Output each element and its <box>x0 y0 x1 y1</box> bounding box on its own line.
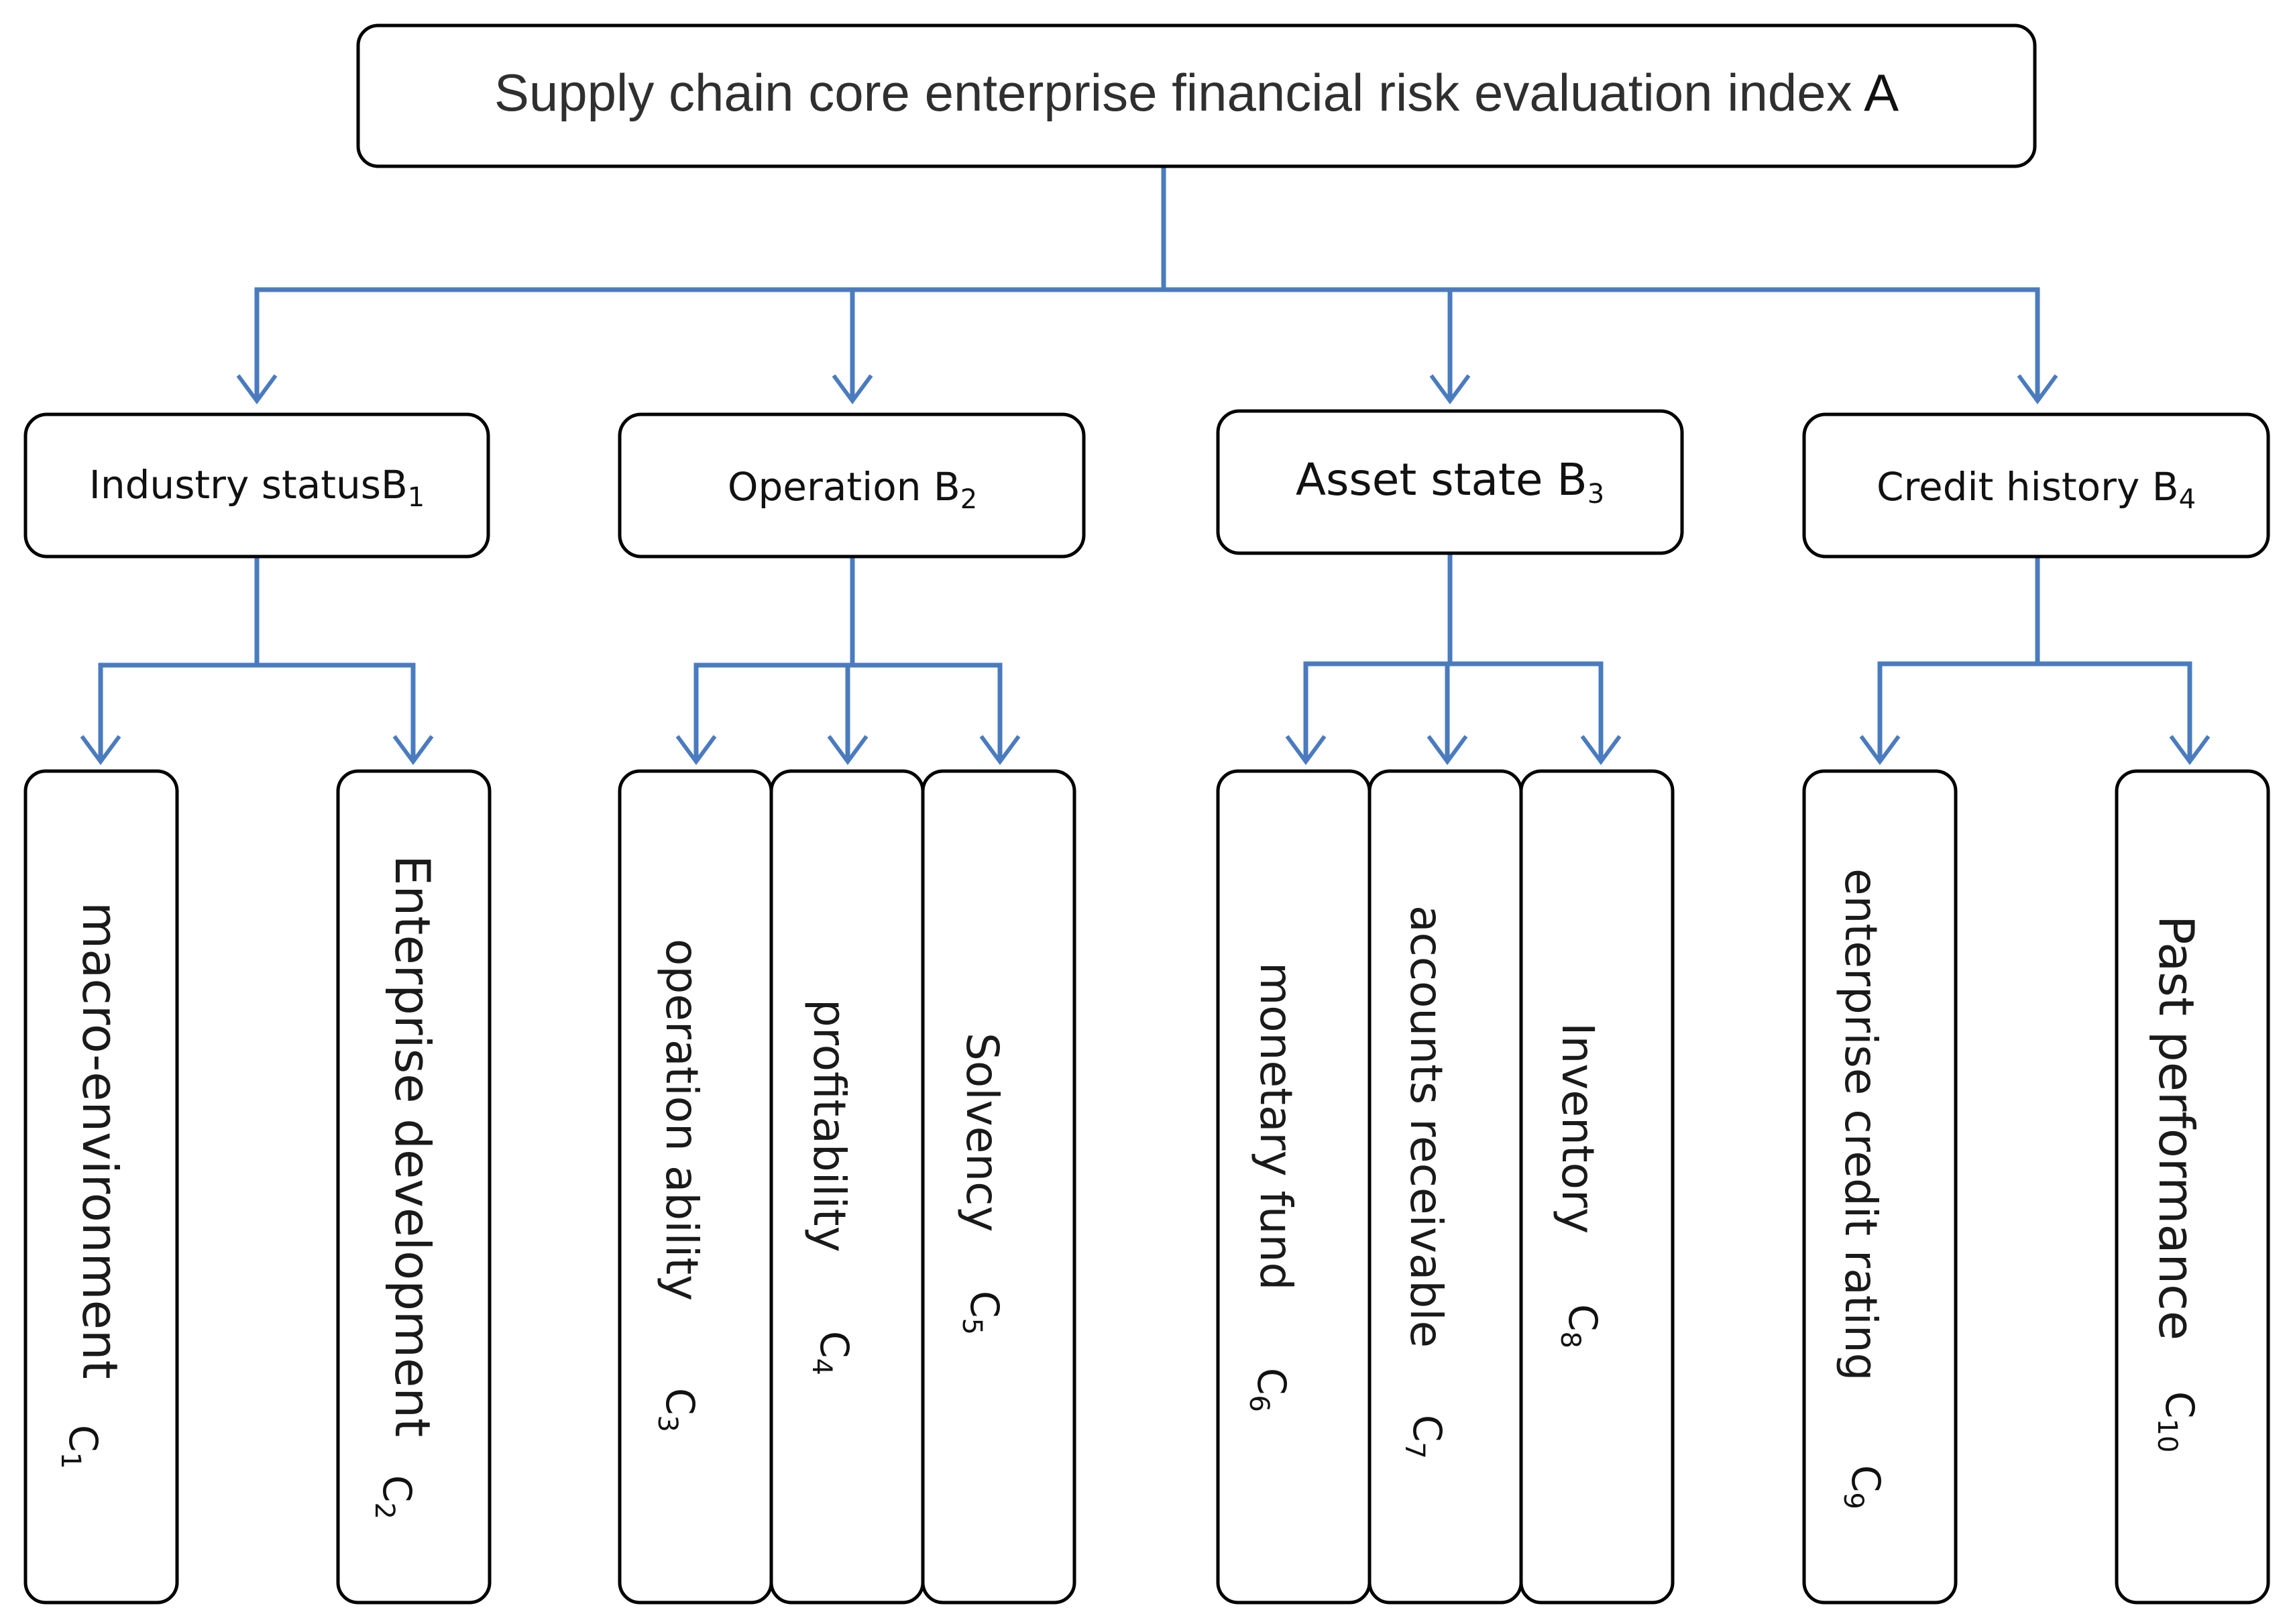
indicator-label: profitability <box>803 999 855 1253</box>
indicator-code: C4 <box>806 1331 857 1375</box>
indicator-enterprise-development: Enterprise development C2 <box>336 769 492 1605</box>
indicator-label: Past performance <box>2148 915 2204 1340</box>
criterion-operation: Operation B2 <box>618 412 1086 559</box>
indicator-code: C9 <box>1838 1465 1889 1509</box>
criterion-label: Asset state B3 <box>1296 454 1604 510</box>
indicator-monetary-fund: monetary fund C6 <box>1216 769 1372 1605</box>
root-node: Supply chain core enterprise financial r… <box>356 23 2037 168</box>
indicator-code: C3 <box>652 1388 703 1432</box>
indicator-code: C8 <box>1555 1304 1606 1348</box>
criterion-label: Operation B2 <box>728 464 977 515</box>
indicator-operation-ability: operation ability C3 <box>618 769 773 1605</box>
indicator-accounts-receivable: accounts receivable C7 <box>1367 769 1523 1605</box>
root-label: Supply chain core enterprise financial r… <box>494 63 1899 122</box>
criterion-industry-status: Industry statusB1 <box>23 412 490 559</box>
indicator-nodes: macro-environment C1 Enterprise developm… <box>23 769 2270 1605</box>
indicator-label: Solvency <box>956 1033 1008 1232</box>
indicator-code: C2 <box>369 1475 420 1519</box>
indicator-code: C5 <box>956 1291 1007 1335</box>
indicator-code: C1 <box>55 1425 106 1469</box>
indicator-macro-environment: macro-environment C1 <box>23 769 179 1605</box>
indicator-inventory: Inventory C8 <box>1519 769 1675 1605</box>
indicator-label: accounts receivable <box>1400 905 1452 1348</box>
indicator-enterprise-credit-rating: enterprise credit rating C9 <box>1802 769 1958 1605</box>
criterion-label: Industry statusB1 <box>89 462 425 513</box>
root-connectors <box>236 165 2058 405</box>
indicator-code: C10 <box>2152 1391 2202 1452</box>
criteria-nodes: Industry statusB1 Operation B2 Asset sta… <box>23 409 2270 559</box>
indicator-code: C7 <box>1399 1415 1450 1459</box>
criterion-credit-history: Credit history B4 <box>1802 412 2270 559</box>
indicator-solvency: Solvency C5 <box>921 769 1076 1605</box>
criterion-label: Credit history B4 <box>1877 464 2196 515</box>
indicator-label: operation ability <box>656 939 708 1301</box>
indicator-past-performance: Past performance C10 <box>2115 769 2270 1605</box>
indicator-label: monetary fund <box>1250 962 1302 1290</box>
indicator-profitability: profitability C4 <box>769 769 925 1605</box>
indicator-label: Inventory <box>1552 1023 1604 1234</box>
criterion-asset-state: Asset state B3 <box>1216 409 1684 555</box>
indicator-label: enterprise credit rating <box>1835 868 1887 1381</box>
indicator-label: macro-environment <box>72 902 128 1379</box>
criteria-connectors <box>80 551 2211 766</box>
indicator-label: Enterprise development <box>384 855 441 1437</box>
indicator-code: C6 <box>1243 1368 1294 1412</box>
